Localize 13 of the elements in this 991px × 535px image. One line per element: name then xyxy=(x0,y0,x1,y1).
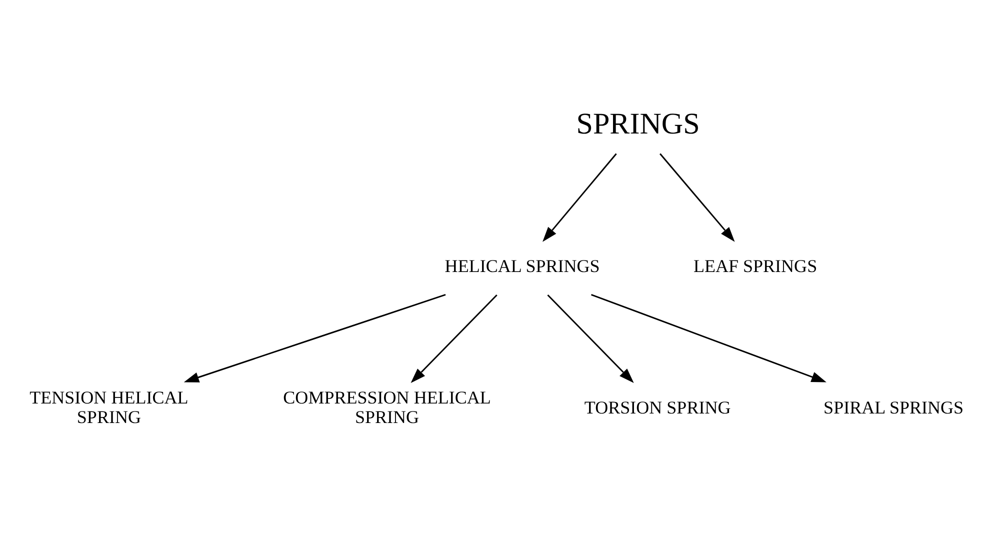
node-text: SPRINGS xyxy=(576,106,700,141)
node-text: TORSION SPRING xyxy=(584,397,730,418)
node-text: TENSION HELICAL SPRING xyxy=(29,388,188,428)
arrow xyxy=(183,294,446,382)
arrow xyxy=(542,153,616,242)
node-text: SPIRAL SPRINGS xyxy=(823,397,964,418)
arrow xyxy=(590,294,826,382)
arrow xyxy=(546,294,634,384)
node-text: COMPRESSION HELICAL SPRING xyxy=(282,388,490,428)
node-text: HELICAL SPRINGS xyxy=(444,256,600,276)
arrow xyxy=(659,153,734,242)
arrow xyxy=(410,294,497,384)
node-text: LEAF SPRINGS xyxy=(692,256,817,276)
